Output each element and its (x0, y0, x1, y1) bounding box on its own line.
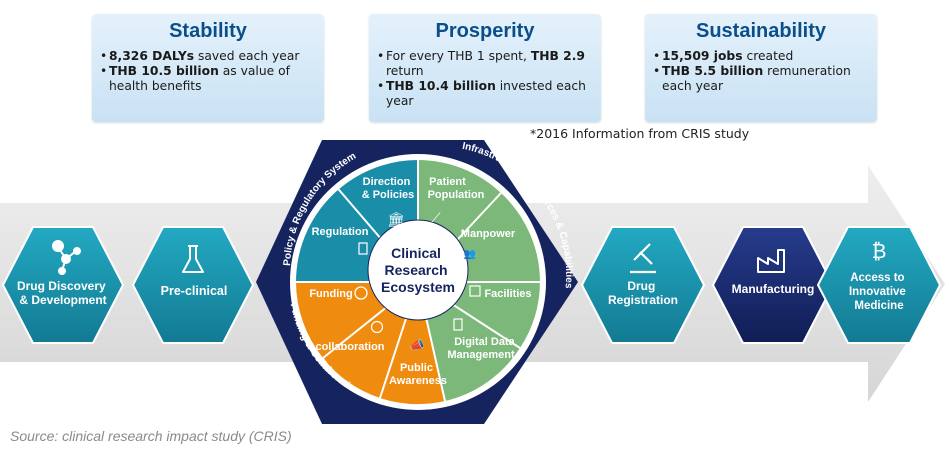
svg-text:Drug Discovery & Develop: Drug Discovery & Development (17, 279, 109, 307)
svg-text:Digital Data Management: Digital Data Management (447, 336, 517, 361)
center-label-3: Ecosystem (381, 279, 455, 295)
funding-label: Funding (309, 288, 352, 300)
drug-discovery-label-1: Drug Discovery (17, 279, 106, 293)
manufacturing-label: Manufacturing (732, 282, 815, 296)
people-icon: 👥 (464, 249, 476, 260)
bitcoin-icon: ₿ (872, 241, 887, 263)
globe-icon (370, 320, 384, 334)
drug-registration-label-2: Registration (608, 293, 678, 307)
svg-text:Access to Innovative: Access to Innovative Medicine (849, 272, 909, 312)
megaphone-icon: 📣 (410, 338, 425, 352)
prosperity-bullet-1: For every THB 1 spent, THB 2.9 return (377, 49, 591, 79)
drug-discovery-label-2: & Development (19, 293, 106, 307)
public-label-2: Awareness (389, 375, 447, 387)
ecosystem-center (367, 219, 469, 321)
flask-icon (182, 245, 204, 273)
manpower-label: Manpower (461, 228, 516, 240)
prosperity-box: Prosperity For every THB 1 spent, THB 2.… (369, 14, 601, 122)
prosperity-title: Prosperity (435, 20, 535, 42)
hex-pre-clinical: Pre-clinical (131, 226, 255, 344)
stability-bullet-1: 8,326 DALYs saved each year (100, 49, 314, 64)
access-label-3: Medicine (854, 300, 903, 312)
hex-manufacturing: Manufacturing (711, 226, 835, 344)
building-icon (469, 285, 481, 297)
patient-label-1: Patient (429, 176, 466, 188)
svg-text:Clinical Research: Clinical Research Ecosystem (381, 245, 455, 295)
ecosystem-hexagon: Clinical Research Ecosystem Direction & … (256, 140, 578, 424)
access-label-2: Innovative (849, 286, 906, 298)
source-caption: Source: clinical research impact study (… (10, 428, 292, 444)
document-icon (358, 242, 368, 255)
sustainability-bullet-2: THB 5.5 billion remuneration each year (653, 64, 867, 94)
sustainability-title: Sustainability (695, 20, 827, 42)
regulation-label: Regulation (312, 226, 369, 238)
hex-access: ₿ Access to Innovative Medicine (816, 226, 942, 344)
facilities-label: Facilities (484, 288, 531, 300)
stability-box: Stability 8,326 DALYs saved each year TH… (92, 14, 324, 122)
coin-icon (354, 286, 368, 300)
hex-drug-discovery: Drug Discovery & Development (1, 226, 125, 344)
svg-text:Direction & Policies: Direction & Policies (362, 176, 415, 201)
factory-icon (757, 249, 785, 273)
svg-text:Public Awareness: Public Awareness (389, 362, 447, 387)
patient-label-2: Population (428, 189, 485, 201)
sustainability-bullet-1: 15,509 jobs created (653, 49, 867, 64)
svg-text:Drug Registration: Drug Registration (608, 279, 678, 307)
segment-public (380, 282, 445, 405)
cris-note: *2016 Information from CRIS study (530, 126, 750, 141)
direction-label-2: & Policies (362, 189, 415, 201)
stability-title: Stability (169, 20, 247, 42)
public-label-1: Public (400, 362, 433, 374)
prosperity-bullet-2: THB 10.4 billion invested each year (377, 79, 591, 109)
sustainability-box: Sustainability 15,509 jobs created THB 5… (645, 14, 877, 122)
gavel-icon (630, 243, 656, 274)
access-label-1: Access to (850, 272, 904, 284)
digital-label-2: Management (447, 349, 515, 361)
collaboration-label: collaboration (315, 341, 384, 353)
svg-text:Patient Population: Patient Population (428, 176, 485, 201)
stability-bullet-2: THB 10.5 billion as value of health bene… (100, 64, 314, 94)
drug-registration-label-1: Drug (627, 279, 655, 293)
hex-drug-registration: Drug Registration (580, 226, 706, 344)
center-label-1: Clinical (391, 245, 441, 261)
direction-label-1: Direction (363, 176, 411, 188)
digital-label-1: Digital Data (454, 336, 515, 348)
molecule-icon (52, 240, 81, 275)
tablet-icon (453, 318, 463, 331)
pre-clinical-label: Pre-clinical (161, 284, 228, 298)
center-label-2: Research (385, 262, 448, 278)
syringe-icon: ⟋ (431, 210, 441, 225)
bank-icon: 🏛 (387, 211, 405, 227)
